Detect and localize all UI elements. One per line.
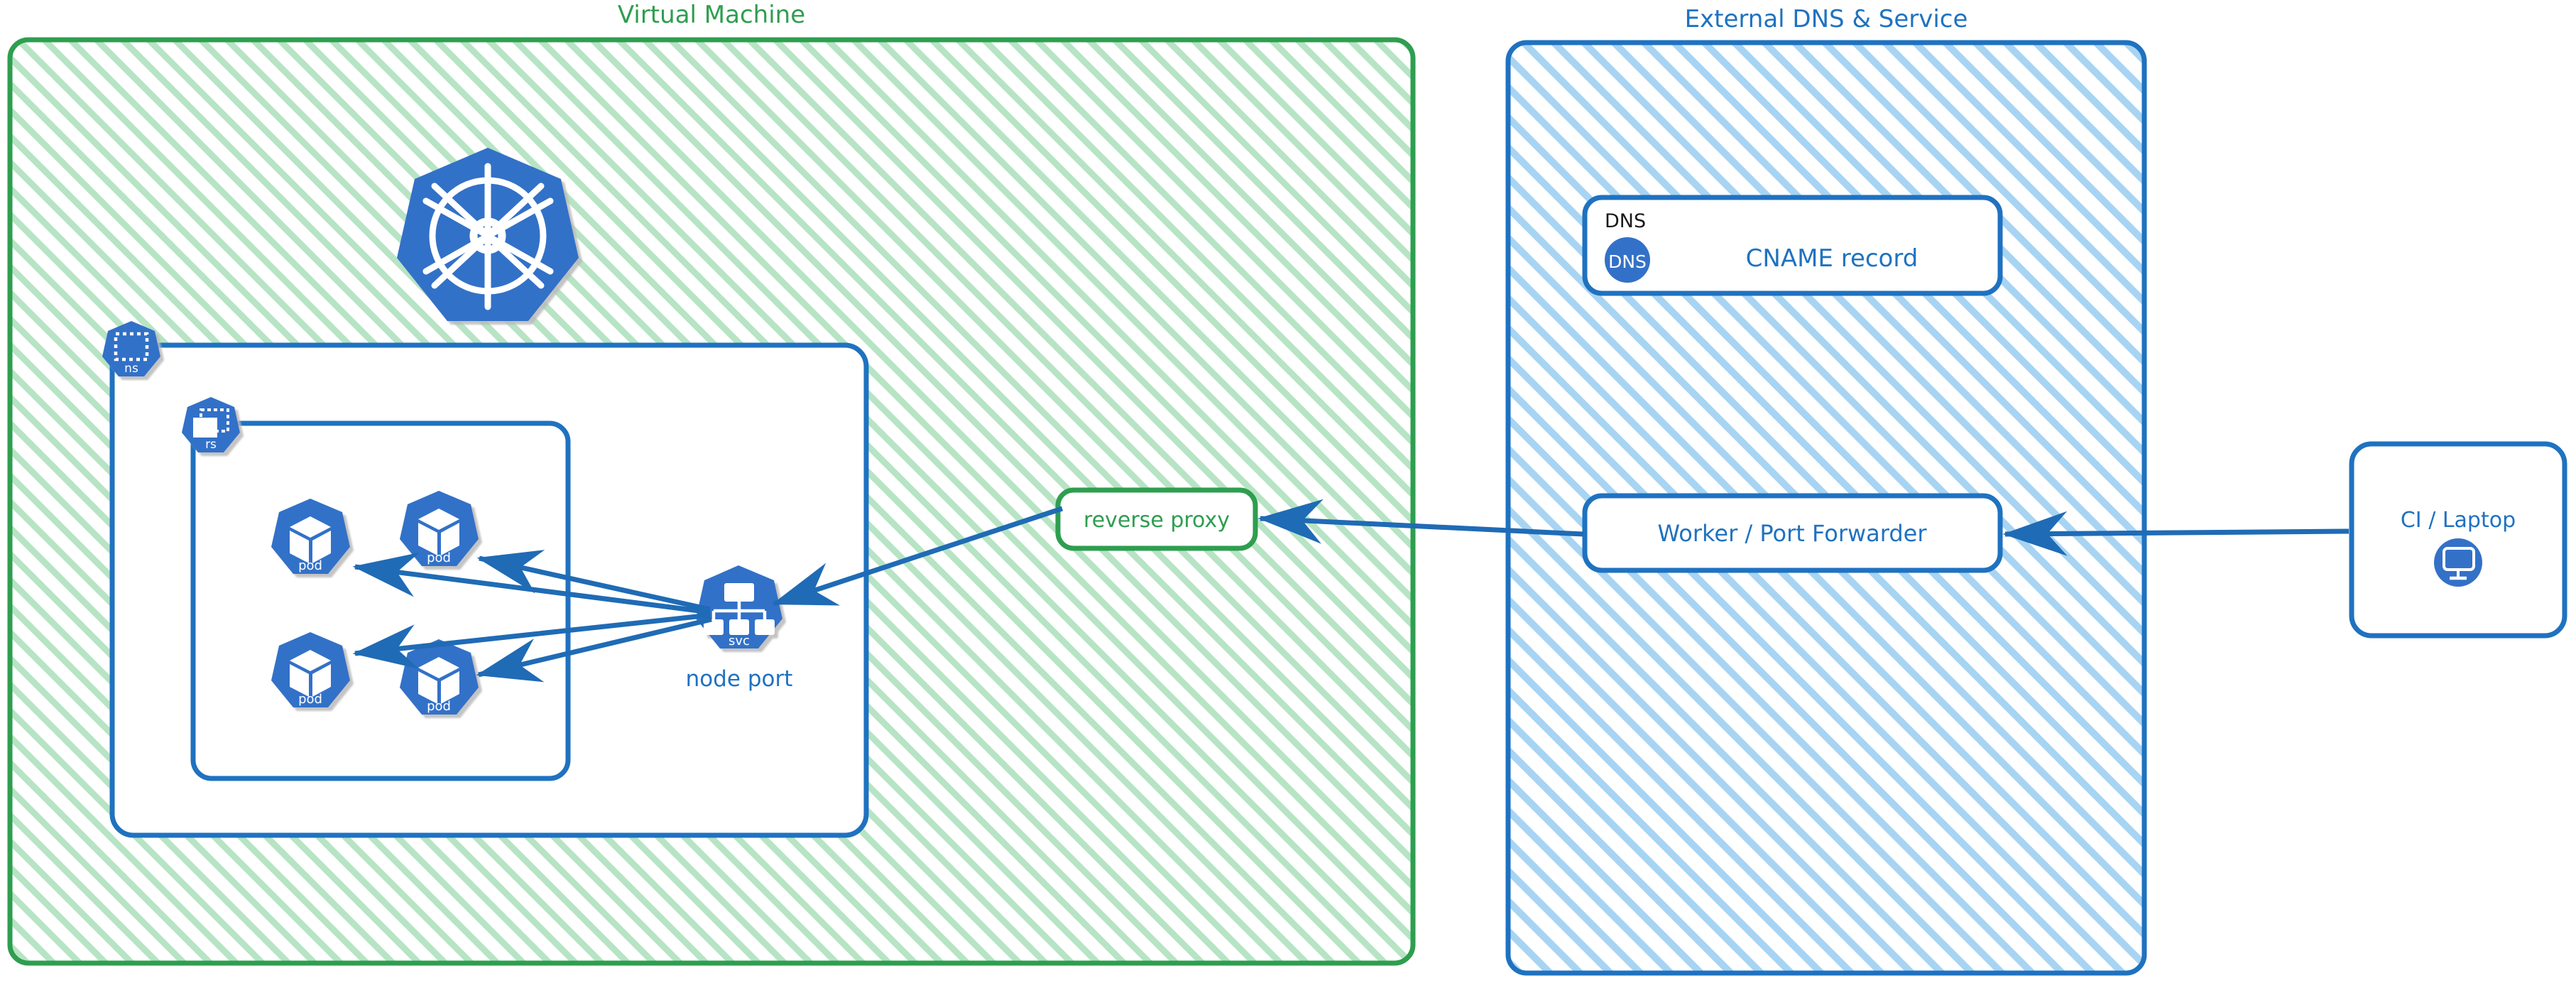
ci-laptop-label: CI / Laptop bbox=[2401, 508, 2516, 533]
kubernetes-logo bbox=[397, 148, 579, 321]
replicaset-badge-label: rs bbox=[205, 438, 217, 452]
pod-2: pod bbox=[400, 491, 479, 566]
desktop-monitor-icon bbox=[2434, 538, 2482, 587]
reverse-proxy-node[interactable]: reverse proxy bbox=[1055, 487, 1258, 551]
reverse-proxy-box[interactable] bbox=[1055, 487, 1258, 551]
ci-laptop-node[interactable]: CI / Laptop bbox=[2349, 441, 2567, 639]
replicaset-box bbox=[190, 420, 571, 781]
worker-port-forwarder-node[interactable]: Worker / Port Forwarder bbox=[1582, 493, 2003, 573]
node-port-caption: node port bbox=[686, 666, 793, 692]
pod-4-label: pod bbox=[427, 699, 451, 714]
worker-box[interactable] bbox=[1582, 493, 2003, 573]
dns-icon bbox=[1605, 237, 1650, 283]
arrow-service-to-pod-4 bbox=[476, 617, 712, 683]
arrow-ci-laptop-to-worker bbox=[2002, 511, 2349, 556]
external-title: External DNS & Service bbox=[1685, 5, 1968, 33]
arrow-worker-to-reverse-proxy bbox=[1257, 499, 1584, 544]
service-icon: svc bbox=[696, 565, 782, 648]
arrow-service-to-pod-3 bbox=[352, 612, 711, 669]
pod-2-label: pod bbox=[427, 550, 451, 565]
pod-3: pod bbox=[271, 632, 350, 707]
namespace-badge-label: ns bbox=[124, 362, 138, 376]
dns-card-box[interactable] bbox=[1582, 195, 2003, 296]
group-external-dns-service: External DNS & Service bbox=[1505, 5, 2147, 976]
replicaset-icon: rs bbox=[182, 397, 240, 452]
pod-4: pod bbox=[400, 639, 479, 715]
dns-icon-label: DNS bbox=[1608, 251, 1647, 272]
dns-card[interactable]: DNS DNS CNAME record bbox=[1582, 195, 2003, 296]
connector-layer bbox=[352, 499, 2349, 683]
namespace-icon: ns bbox=[102, 321, 160, 376]
service-badge-label: svc bbox=[728, 634, 750, 648]
pod-1: pod bbox=[271, 499, 350, 574]
worker-label: Worker / Port Forwarder bbox=[1658, 520, 1928, 547]
arrow-service-to-pod-2 bbox=[476, 550, 711, 612]
pod-1-label: pod bbox=[298, 558, 322, 573]
virtual-machine-title: Virtual Machine bbox=[618, 1, 805, 29]
arrow-reverse-proxy-to-service bbox=[771, 506, 1064, 607]
reverse-proxy-label: reverse proxy bbox=[1084, 508, 1230, 533]
pod-3-label: pod bbox=[298, 692, 322, 707]
cname-record-label: CNAME record bbox=[1746, 244, 1919, 273]
dns-kind-label: DNS bbox=[1605, 210, 1646, 232]
